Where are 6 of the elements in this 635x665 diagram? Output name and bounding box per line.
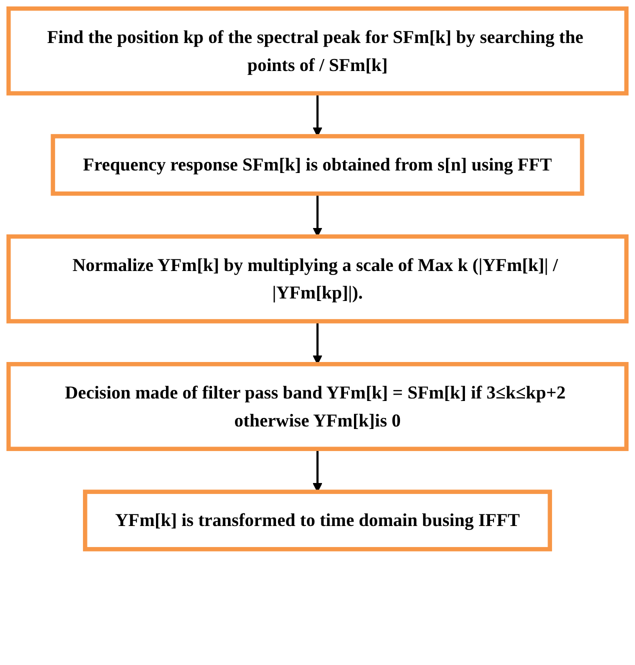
node-box: Find the position kp of the spectral peak for SFm[k] by searching the points of / SFm[k] xyxy=(6,6,629,96)
arrow xyxy=(312,194,322,237)
node-box: Decision made of filter pass band YFm[k] = SFm[k] if 3≤k≤kp+2 otherwise YFm[k]is 0 xyxy=(6,362,629,452)
node-box: Frequency response SFm[k] is obtained from s[n] using FFT xyxy=(50,134,584,196)
node-box: YFm[k] is transformed to time domain busing IFFT xyxy=(82,490,552,552)
node-box: Normalize YFm[k] by multiplying a scale of Max k (|YFm[k]| / |YFm[kp]|). xyxy=(6,234,629,324)
